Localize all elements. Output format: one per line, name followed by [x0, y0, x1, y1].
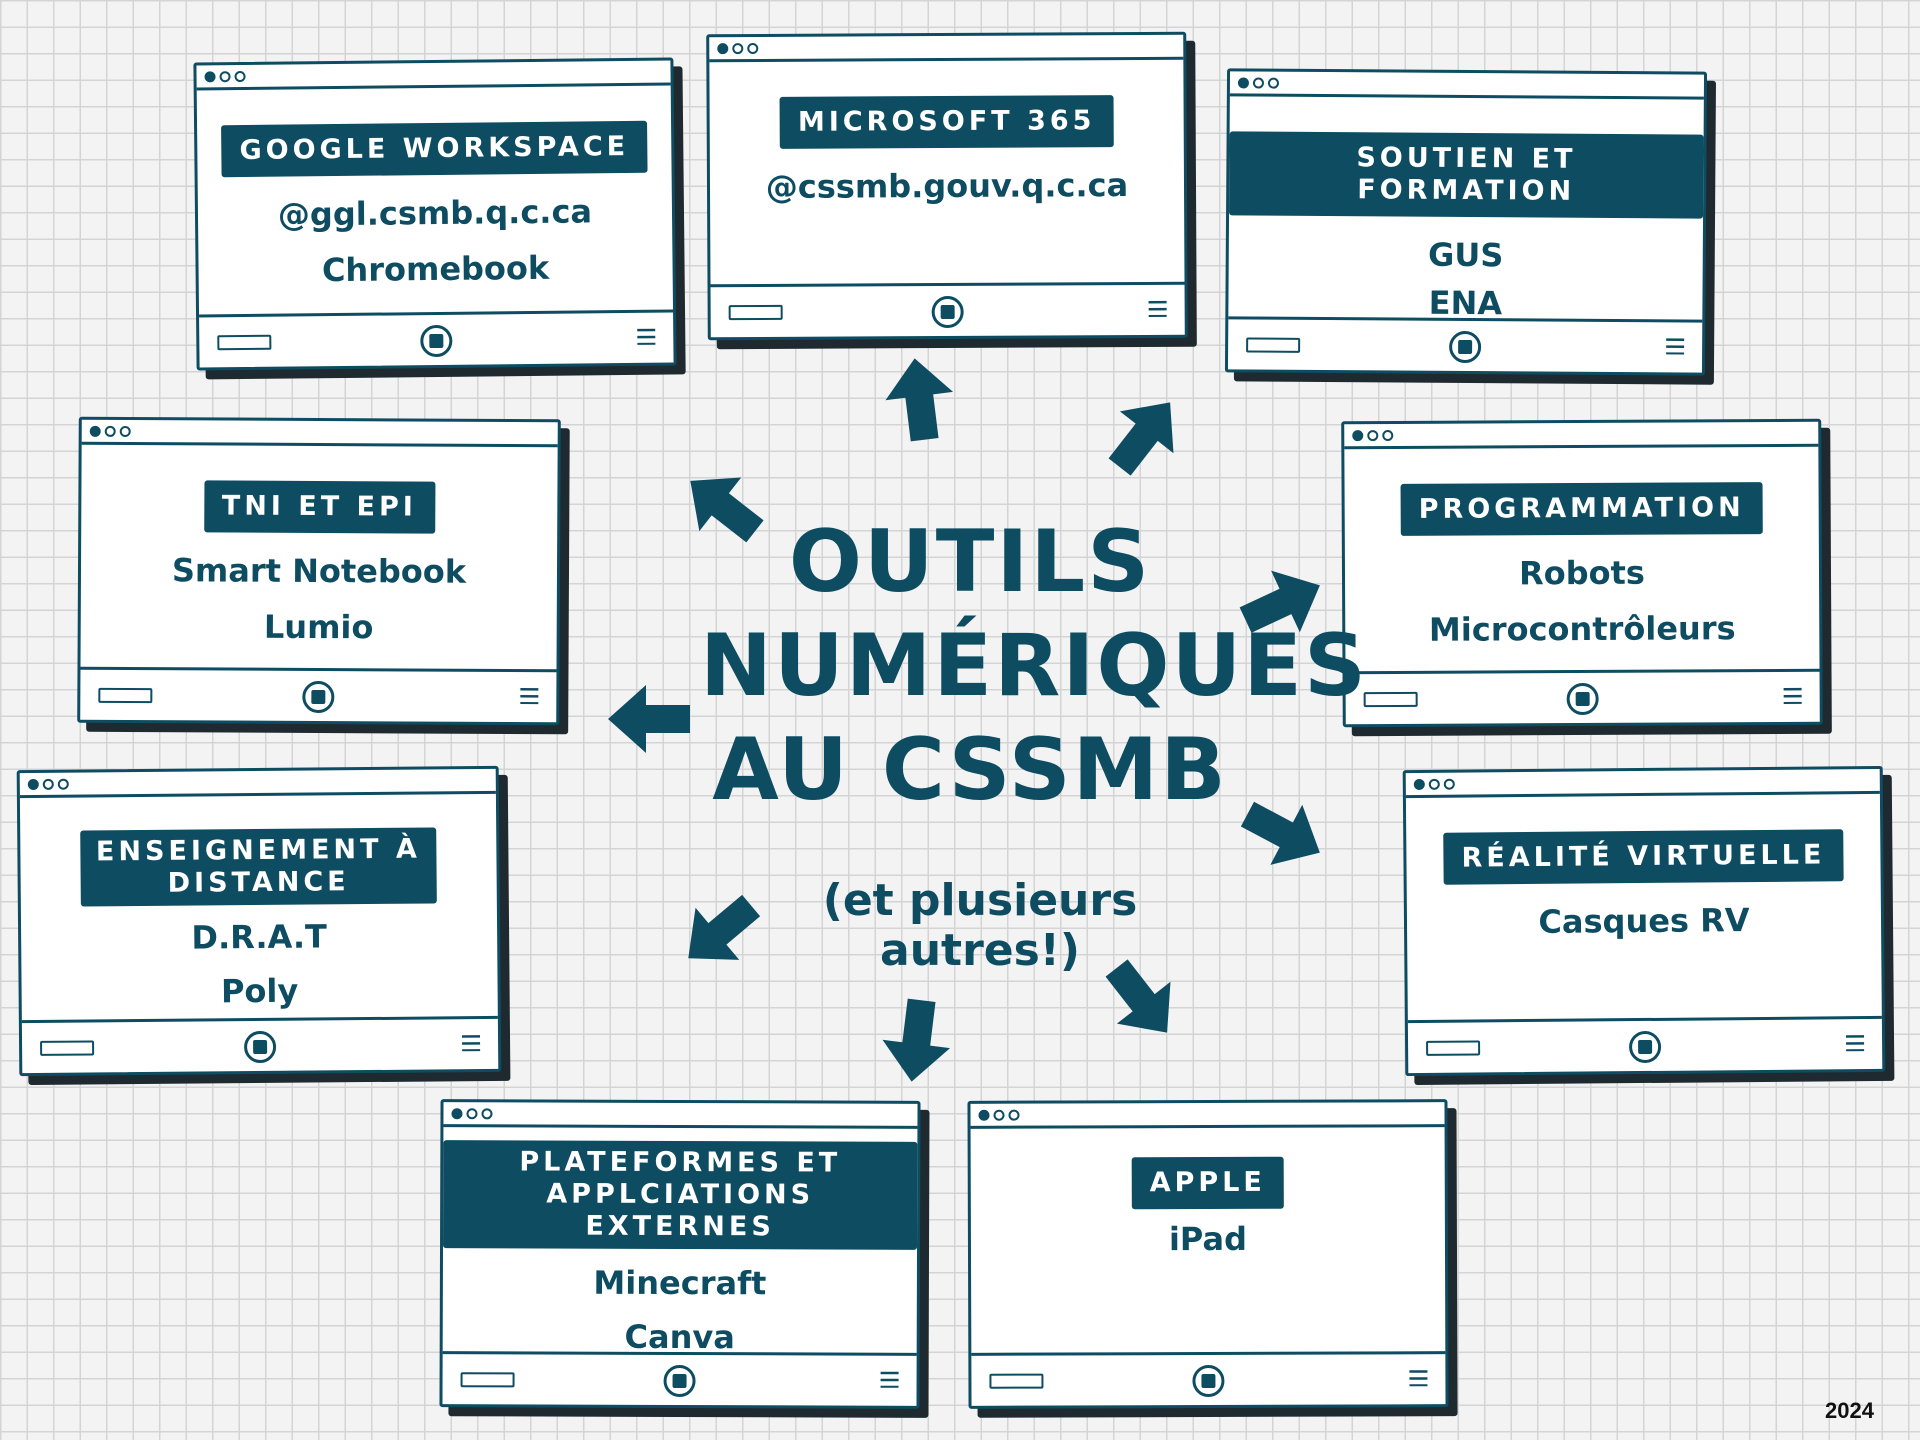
- box-item: Lumio: [263, 607, 374, 647]
- box-item: Poly: [220, 971, 299, 1011]
- window-bar-icon: [1426, 1040, 1481, 1056]
- box-plateformes-externes: PLATEFORMES ET APPLCIATIONS EXTERNES Min…: [439, 1099, 921, 1409]
- box-item: Chromebook: [321, 248, 550, 290]
- menu-icon: [1666, 338, 1685, 355]
- menu-icon: [1148, 300, 1167, 317]
- window-dots-icon: [717, 42, 759, 55]
- window-dots-icon: [451, 1108, 493, 1120]
- box-title: RÉALITÉ VIRTUELLE: [1443, 829, 1844, 885]
- box-apple: APPLE iPad: [967, 1099, 1449, 1409]
- box-realite-virtuelle: RÉALITÉ VIRTUELLE Casques RV: [1402, 765, 1886, 1077]
- home-button-icon: [302, 680, 335, 714]
- arrow-to-plateformes: [666, 879, 773, 985]
- menu-icon: [462, 1035, 481, 1052]
- window-bar-icon: [989, 1373, 1044, 1389]
- window-dots-icon: [1413, 778, 1455, 791]
- subtitle-line1: (et plusieurs: [822, 875, 1138, 926]
- arrow-to-soutien: [1092, 381, 1197, 488]
- box-title: MICROSOFT 365: [779, 95, 1114, 149]
- home-button-icon: [663, 1364, 696, 1398]
- arrow-to-enseignement: [608, 685, 690, 753]
- menu-icon: [520, 688, 539, 705]
- year-label: 2024: [1825, 1398, 1874, 1423]
- box-microsoft-365: MICROSOFT 365 @cssmb.gouv.q.c.ca: [706, 31, 1188, 341]
- box-title: TNI ET EPI: [203, 480, 435, 534]
- box-tni-epi: TNI ET EPI Smart Notebook Lumio: [77, 416, 561, 726]
- box-enseignement-distance: ENSEIGNEMENT À DISTANCE D.R.A.T Poly: [16, 765, 502, 1077]
- box-item: Minecraft: [593, 1263, 767, 1303]
- home-button-icon: [1628, 1030, 1662, 1064]
- window-dots-icon: [1352, 429, 1394, 442]
- window-bar-icon: [1363, 691, 1418, 708]
- subtitle-line2: autres!): [880, 925, 1080, 976]
- home-button-icon: [243, 1030, 277, 1064]
- menu-icon: [637, 328, 656, 345]
- box-title: GOOGLE WORKSPACE: [221, 120, 648, 178]
- main-title-line1: OUTILS: [788, 512, 1152, 612]
- box-title: PLATEFORMES ET APPLCIATIONS EXTERNES: [443, 1140, 918, 1250]
- menu-icon: [1783, 687, 1802, 704]
- window-bar-icon: [40, 1040, 95, 1056]
- window-bar-icon: [460, 1372, 515, 1388]
- menu-icon: [1846, 1035, 1865, 1052]
- box-soutien-formation: SOUTIEN ET FORMATION GUS ENA: [1224, 68, 1708, 376]
- box-item: iPad: [1168, 1219, 1248, 1259]
- box-google-workspace: GOOGLE WORKSPACE @ggl.csmb.q.c.ca Chrome…: [193, 57, 677, 371]
- window-bar-icon: [728, 304, 783, 321]
- window-dots-icon: [89, 425, 131, 438]
- home-button-icon: [1192, 1364, 1225, 1398]
- window-dots-icon: [27, 778, 69, 791]
- window-dots-icon: [978, 1109, 1020, 1121]
- window-dots-icon: [1237, 77, 1280, 89]
- main-title-line2: NUMÉRIQUES: [700, 616, 1368, 716]
- main-title-line3: AU CSSMB: [712, 720, 1228, 820]
- box-item: Smart Notebook: [171, 551, 467, 591]
- arrow-to-microsoft: [880, 354, 959, 444]
- box-title: ENSEIGNEMENT À DISTANCE: [79, 827, 438, 907]
- subtitle: (et plusieurs autres!): [790, 876, 1170, 976]
- menu-icon: [880, 1371, 899, 1388]
- box-programmation: PROGRAMMATION Robots Microcontrôleurs: [1341, 418, 1823, 728]
- window-bar-icon: [98, 687, 153, 704]
- box-item: Casques RV: [1538, 901, 1750, 941]
- box-title: SOUTIEN ET FORMATION: [1229, 131, 1704, 219]
- home-button-icon: [420, 324, 453, 358]
- home-button-icon: [1449, 330, 1482, 364]
- arrow-to-plateformes-bottom: [877, 996, 956, 1086]
- window-bar-icon: [1246, 337, 1301, 353]
- box-item: GUS: [1427, 235, 1504, 275]
- arrow-to-realite: [1231, 784, 1336, 883]
- box-item: @cssmb.gouv.q.c.ca: [765, 166, 1129, 206]
- window-bar-icon: [217, 334, 272, 351]
- main-title: OUTILS NUMÉRIQUES AU CSSMB: [700, 510, 1368, 822]
- box-title: PROGRAMMATION: [1400, 482, 1763, 536]
- box-item: D.R.A.T: [191, 917, 328, 957]
- home-button-icon: [931, 295, 964, 329]
- box-item: @ggl.csmb.q.c.ca: [277, 192, 593, 234]
- home-button-icon: [1566, 682, 1599, 716]
- menu-icon: [1409, 1370, 1428, 1387]
- window-dots-icon: [204, 70, 246, 83]
- box-item: Robots: [1518, 553, 1646, 593]
- box-title: APPLE: [1131, 1156, 1284, 1210]
- box-item: Microcontrôleurs: [1428, 609, 1736, 649]
